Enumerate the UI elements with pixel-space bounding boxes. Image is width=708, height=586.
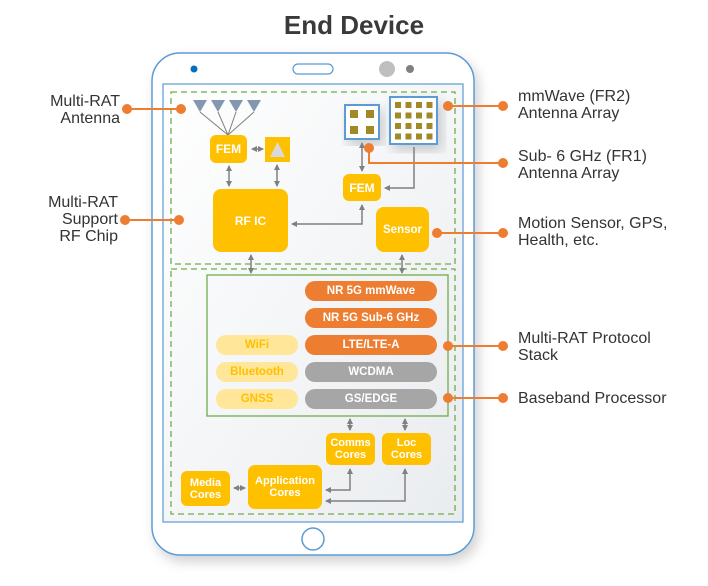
antenna-patch (395, 102, 401, 108)
callout-multi-rat-rf-chip: Multi-RAT Support RF Chip (48, 194, 118, 245)
speaker-slot (292, 63, 334, 75)
mmwave-antenna-array (389, 96, 438, 145)
amplifier-icon (270, 142, 285, 157)
camera-lens (379, 61, 395, 77)
media-cores-block: Media Cores (181, 471, 230, 506)
protocol-bluetooth: Bluetooth (216, 362, 298, 382)
baseband-region-dashed (170, 268, 456, 515)
callout-protocol-stack: Multi-RAT Protocol Stack (518, 330, 651, 364)
protocol-wcdma: WCDMA (305, 362, 437, 382)
callout-sensor: Motion Sensor, GPS, Health, etc. (518, 215, 668, 249)
sensor-block: Sensor (376, 207, 429, 252)
fem-right-block: FEM (343, 174, 381, 201)
antenna-patch (416, 133, 422, 140)
home-button (301, 527, 325, 551)
antenna-patch (426, 123, 433, 129)
antenna-icon (193, 100, 207, 112)
antenna-patch (395, 133, 401, 140)
protocol-gs-edge: GS/EDGE (305, 389, 437, 409)
sub6-antenna-array (344, 104, 380, 140)
front-camera-dot (190, 65, 198, 73)
callout-mmwave-array: mmWave (FR2) Antenna Array (518, 88, 631, 122)
protocol-nr-sub6: NR 5G Sub-6 GHz (305, 308, 437, 328)
antenna-patch (395, 112, 401, 119)
antenna-patch (405, 102, 412, 108)
antenna-patch (416, 112, 422, 119)
antenna-patch (405, 133, 412, 140)
callout-multi-rat-antenna: Multi-RAT Antenna (50, 93, 120, 127)
antenna-patch (416, 123, 422, 129)
antenna-patch (395, 123, 401, 129)
protocol-wifi: WiFi (216, 335, 298, 355)
antenna-patch (405, 123, 412, 129)
multi-rat-antenna-icons (193, 100, 261, 136)
callout-baseband: Baseband Processor (518, 390, 667, 407)
antenna-icon (229, 100, 243, 112)
rf-ic-block: RF IC (213, 189, 288, 252)
loc-cores-block: Loc Cores (382, 433, 431, 465)
antenna-patch (426, 133, 433, 140)
antenna-icon (211, 100, 225, 112)
callout-sub6-array: Sub- 6 GHz (FR1) Antenna Array (518, 148, 647, 182)
connection-arrows (226, 142, 415, 504)
sensor-dot (406, 65, 414, 73)
antenna-patch (426, 102, 433, 108)
protocol-nr-mmwave: NR 5G mmWave (305, 281, 437, 301)
antenna-patch (405, 112, 412, 119)
callout-leaders (120, 101, 508, 403)
comms-cores-block: Comms Cores (326, 433, 375, 465)
diagram-title: End Device (283, 10, 425, 40)
protocol-lte: LTE/LTE-A (305, 335, 437, 355)
antenna-icon (247, 100, 261, 112)
antenna-patch (426, 112, 433, 119)
application-cores-block: Application Cores (248, 465, 322, 509)
antenna-patch (416, 102, 422, 108)
rf-region-dashed (170, 91, 456, 265)
protocol-gnss: GNSS (216, 389, 298, 409)
fem-left-block: FEM (210, 135, 247, 163)
